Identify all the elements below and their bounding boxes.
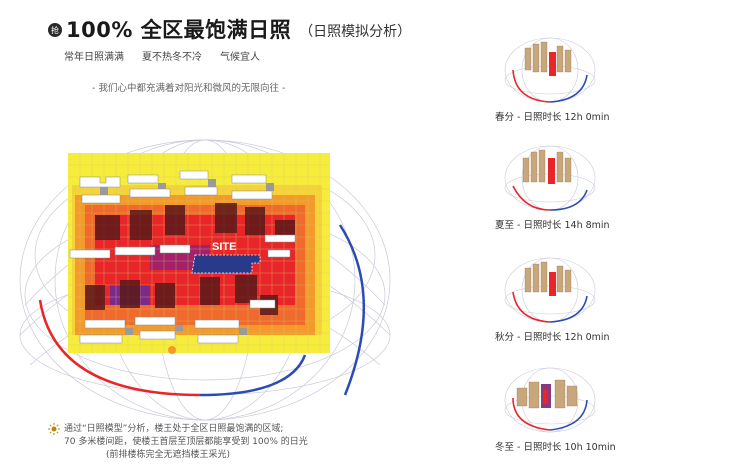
site-label: SITE bbox=[212, 241, 236, 253]
page-header: 抢 100% 全区最饱满日照 （日照模拟分析） 常年日照满满 夏不热冬不冷 气候… bbox=[48, 14, 411, 63]
title-badge: 抢 bbox=[48, 23, 62, 37]
building-blocks bbox=[69, 170, 296, 344]
season-model-image bbox=[504, 145, 596, 211]
sun-arc-blue-right bbox=[338, 224, 365, 396]
sun-marker bbox=[168, 346, 176, 354]
feature-tag: 气候宜人 bbox=[220, 52, 260, 63]
page-title: 100% 全区最饱满日照 bbox=[66, 18, 292, 42]
season-winter: 冬至 - 日照时长 10h 10min bbox=[495, 360, 616, 453]
site-area bbox=[191, 254, 261, 274]
note-line: 70 多米楼间距，使楼王首层至顶层都能享受到 100% 的日光 bbox=[64, 437, 308, 447]
title-row: 抢 100% 全区最饱满日照 （日照模拟分析） bbox=[48, 14, 411, 44]
season-label: 春分 - 日照时长 12h 0min bbox=[495, 112, 610, 123]
building-shades bbox=[100, 179, 274, 335]
tagline: - 我们心中都充满着对阳光和微风的无限向往 - bbox=[92, 83, 286, 94]
feature-tag: 常年日照满满 bbox=[64, 52, 124, 63]
season-label: 冬至 - 日照时长 10h 10min bbox=[495, 442, 616, 453]
analysis-note: 通过“日照模型”分析，楼王处于全区日照最饱满的区域; 70 多米楼间距，使楼王首… bbox=[48, 423, 308, 462]
season-label: 秋分 - 日照时长 12h 0min bbox=[495, 332, 610, 343]
sunlight-analysis-diagram: SITE bbox=[0, 95, 440, 425]
feature-tags: 常年日照满满 夏不热冬不冷 气候宜人 bbox=[64, 48, 411, 63]
season-autumn: 秋分 - 日照时长 12h 0min bbox=[495, 250, 610, 343]
note-line: (前排楼栋完全无遮挡楼王采光) bbox=[106, 450, 231, 460]
season-model-image bbox=[504, 37, 596, 103]
season-label: 夏至 - 日照时长 14h 8min bbox=[495, 220, 610, 231]
sun-arc-red bbox=[38, 299, 201, 397]
season-model-image bbox=[504, 367, 596, 433]
feature-tag: 夏不热冬不冷 bbox=[142, 52, 202, 63]
note-line: 通过“日照模型”分析，楼王处于全区日照最饱满的区域; bbox=[64, 424, 284, 434]
sun-path-model-image: SITE bbox=[19, 139, 391, 421]
building-shadows bbox=[85, 203, 295, 315]
sun-icon bbox=[48, 423, 60, 435]
season-spring: 春分 - 日照时长 12h 0min bbox=[495, 30, 610, 123]
sun-arc-blue-bottom bbox=[199, 354, 307, 397]
season-summer: 夏至 - 日照时长 14h 8min bbox=[495, 138, 610, 231]
season-model-image bbox=[504, 257, 596, 323]
page-subtitle: （日照模拟分析） bbox=[299, 23, 412, 40]
